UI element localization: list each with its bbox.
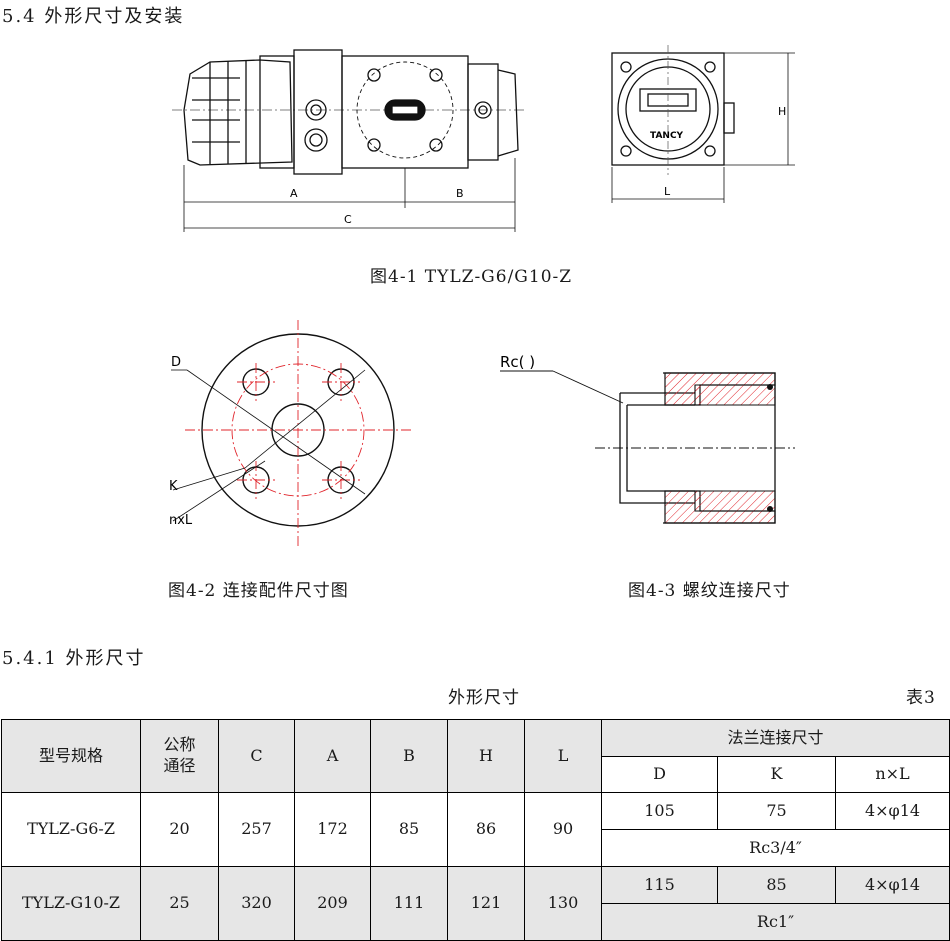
row1-b: 85 (370, 792, 448, 867)
header-model: 型号规格 (1, 719, 141, 793)
dim-h-label: H (778, 105, 786, 118)
header-a: A (294, 719, 371, 793)
row2-thread: Rc1″ (600, 903, 950, 941)
header-l: L (524, 719, 602, 793)
section-title: 5.4 外形尺寸及安装 (2, 6, 185, 27)
header-c: C (218, 719, 295, 793)
brand-text: TANCY (650, 131, 684, 141)
row1-dn: 20 (140, 792, 219, 867)
header-nominal-line2: 通径 (163, 756, 196, 775)
label-k: K (169, 479, 178, 494)
row1-l: 90 (524, 792, 602, 867)
row2-d: 115 (601, 866, 718, 904)
row2-h: 121 (447, 866, 525, 941)
row1-thread: Rc3/4″ (600, 829, 950, 867)
fig4-3-thread-drawing: Rc( ) (500, 353, 795, 524)
fig4-1-end-view: TANCY L H (611, 45, 795, 203)
row2-l: 130 (524, 866, 602, 941)
dim-l-label: L (664, 185, 671, 198)
row1-model: TYLZ-G6-Z (1, 792, 141, 867)
row2-nxl: 4×φ14 (834, 866, 950, 904)
fig4-1-caption: 图4-1 TYLZ-G6/G10-Z (370, 267, 573, 287)
row1-a: 172 (294, 792, 371, 867)
row1-c: 257 (218, 792, 295, 867)
row2-k: 85 (717, 866, 836, 904)
header-nominal: 公称 通径 (140, 719, 219, 793)
header-d: D (601, 756, 718, 793)
table-title: 外形尺寸 (448, 688, 520, 708)
subsection-title: 5.4.1 外形尺寸 (2, 648, 146, 669)
row2-b: 111 (370, 866, 448, 941)
table-label: 表3 (906, 688, 936, 708)
row2-c: 320 (218, 866, 295, 941)
dim-a-label: A (290, 187, 298, 200)
header-nominal-line1: 公称 (163, 735, 196, 755)
row2-dn: 25 (140, 866, 219, 941)
label-nxl: nxL (169, 513, 193, 528)
fig4-2-caption: 图4-2 连接配件尺寸图 (168, 581, 349, 601)
dim-b-label: B (456, 187, 464, 200)
dim-c-label: C (344, 213, 352, 226)
header-nxl: n×L (834, 756, 950, 793)
row1-k: 75 (717, 792, 836, 830)
label-d: D (171, 355, 181, 370)
row2-a: 209 (294, 866, 371, 941)
fig4-3-caption: 图4-3 螺纹连接尺寸 (628, 581, 791, 601)
row1-h: 86 (447, 792, 525, 867)
dimensions-table: 型号规格 公称 通径 C A B H L 法兰连接尺寸 D K n×L TYLZ… (1, 719, 950, 941)
row1-d: 105 (601, 792, 718, 830)
label-rc: Rc( ) (500, 353, 535, 371)
header-b: B (370, 719, 448, 793)
header-k: K (717, 756, 836, 793)
row1-nxl: 4×φ14 (834, 792, 950, 830)
row2-model: TYLZ-G10-Z (1, 866, 141, 941)
header-flange: 法兰连接尺寸 (600, 719, 950, 757)
header-h: H (447, 719, 525, 793)
fig4-2-flange-drawing: D K nxL (169, 320, 411, 546)
fig4-1-side-view: A B C (172, 49, 525, 232)
